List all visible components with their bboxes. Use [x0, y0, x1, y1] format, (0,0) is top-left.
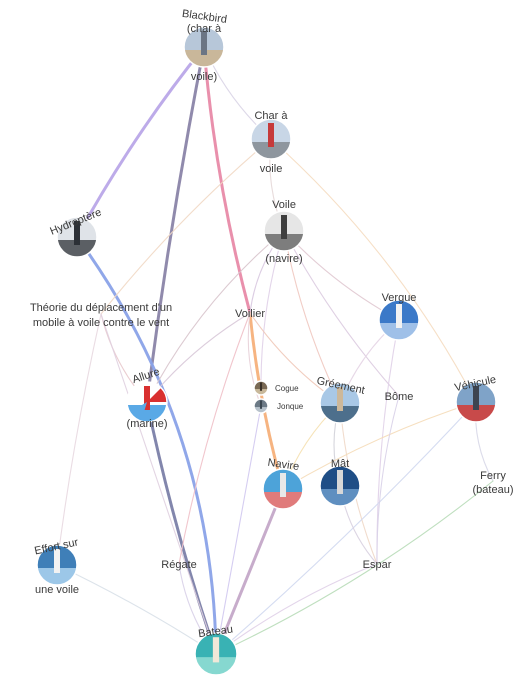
node-bateau[interactable]: Bateau — [194, 624, 238, 678]
edge-char-theorie — [100, 138, 272, 315]
hydrofoil-photo — [57, 217, 97, 257]
node-label-mat: Mât — [331, 458, 349, 470]
edge-voile-vergue — [283, 230, 400, 321]
rigging-photo — [320, 383, 360, 423]
node-greement[interactable]: Gréement — [315, 375, 366, 426]
edge-voilier-jonque — [247, 312, 262, 407]
edge-theorie-effort — [56, 313, 102, 566]
node-label-jonque: Jonque — [277, 402, 304, 411]
boat-photo — [195, 633, 237, 675]
masts-photo — [320, 466, 360, 506]
node-label-voile: Voile — [272, 199, 296, 211]
node-label-vergue: Vergue — [382, 292, 417, 304]
mast-sky-photo — [379, 300, 419, 340]
node-label-espar: Espar — [363, 559, 392, 571]
node-label-theorie: mobile à voile contre le vent — [33, 317, 169, 329]
ship-photo — [263, 469, 303, 509]
train-photo — [456, 382, 496, 422]
node-theorie[interactable]: Théorie du déplacement d'un mobile à voil… — [30, 302, 172, 329]
node-label-theorie: Théorie du déplacement d'un — [30, 302, 172, 314]
node-label-char: Char à — [254, 110, 288, 122]
node-vehicule[interactable]: Véhicule — [453, 374, 497, 425]
node-label-ferry: (bateau) — [473, 484, 514, 496]
edge-voile-greement — [283, 230, 341, 404]
edge-voilier-regate — [178, 312, 251, 565]
node-espar[interactable]: Espar — [363, 559, 392, 571]
node-navire[interactable]: Navire — [262, 457, 304, 512]
node-vergue[interactable]: Vergue — [378, 292, 420, 343]
sand-yacht-photo — [184, 27, 224, 67]
node-label-bateau: Bateau — [197, 624, 233, 641]
sail-photo — [264, 211, 304, 251]
node-label-voile: (navire) — [265, 253, 302, 265]
edge-jonque-bateau — [215, 405, 262, 655]
node-bome[interactable]: Bôme — [385, 391, 414, 403]
node-label-blackbird: voile) — [191, 71, 217, 83]
node-mat[interactable]: Mât — [319, 458, 361, 509]
edge-char-vehicule — [270, 138, 477, 403]
edge-espar-bateau — [215, 563, 378, 655]
edge-vehicule-navire — [282, 401, 477, 490]
node-label-ferry: Ferry — [480, 470, 506, 482]
node-label-navire: Navire — [267, 457, 300, 473]
edge-vehicule-bateau — [215, 401, 477, 655]
edge-bome-espar — [376, 395, 400, 565]
node-label-voilier: Voilier — [235, 308, 265, 320]
node-regate[interactable]: Régate — [161, 559, 196, 571]
edge-ferry-bateau — [215, 480, 494, 655]
sailboat-photo — [37, 545, 77, 585]
land-sailer-photo — [251, 119, 291, 159]
node-hydroptere[interactable]: Hydroptère — [48, 206, 103, 260]
edge-voile-allure — [146, 230, 285, 403]
node-voile[interactable]: Voile (navire) — [263, 199, 305, 265]
edge-blackbird-allure — [145, 45, 206, 404]
node-char[interactable]: Char à voile — [250, 110, 292, 175]
node-label-regate: Régate — [161, 559, 196, 571]
node-jonque[interactable]: Jonque — [253, 398, 304, 414]
edge-voile-bome — [283, 230, 400, 397]
node-label-effort: une voile — [35, 584, 79, 596]
edge-blackbird-hydroptere — [75, 45, 206, 239]
edge-theorie-bateau — [100, 313, 217, 655]
node-voilier[interactable]: Voilier — [235, 308, 265, 320]
node-label-cogue: Cogue — [275, 384, 299, 393]
node-label-bome: Bôme — [385, 391, 414, 403]
cog-ship-thumbnail — [254, 381, 268, 395]
node-label-char: voile — [260, 163, 283, 175]
edge-hydroptere-bateau — [75, 235, 218, 656]
node-label-allure: (marine) — [127, 418, 168, 430]
junk-ship-thumbnail — [254, 399, 268, 413]
edge-blackbird-voilier — [202, 45, 252, 315]
node-cogue[interactable]: Cogue — [253, 380, 299, 396]
node-label-blackbird: (char à — [187, 23, 222, 35]
node-ferry[interactable]: Ferry (bateau) — [473, 470, 514, 496]
